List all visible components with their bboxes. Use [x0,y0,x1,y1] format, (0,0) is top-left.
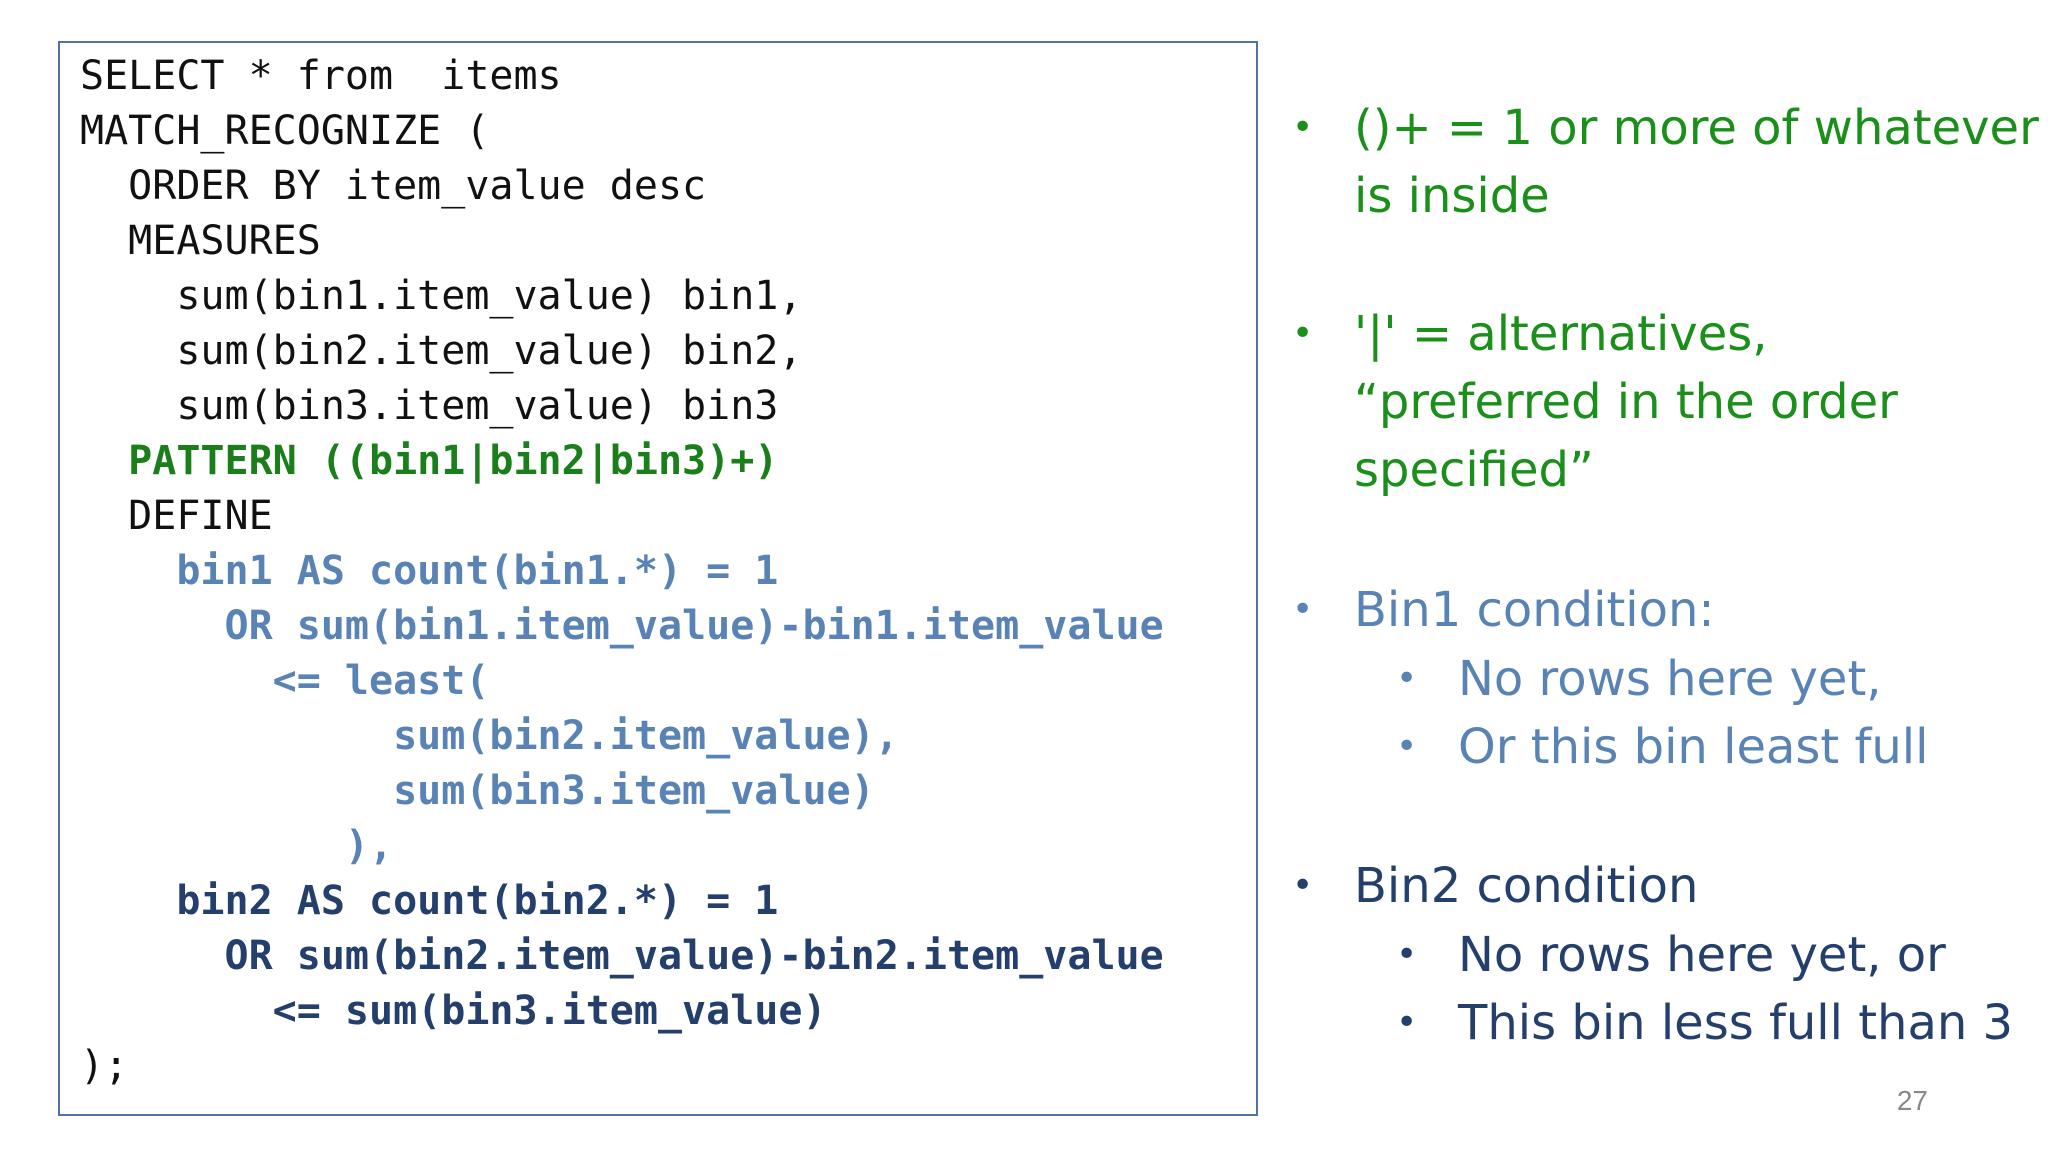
bullet-text: No rows here yet, [1458,651,1882,707]
bullet-text: “preferred in the order [1354,374,1898,430]
code-line: SELECT * from items [80,53,562,99]
code-line: ); [80,1043,129,1089]
bullet-text: Bin2 condition [1354,858,1699,914]
code-line: sum(bin3.item_value) [80,768,875,814]
code-line: sum(bin3.item_value) bin3 [80,383,779,429]
bullet-dot: • [1396,1002,1418,1043]
bullet-text: Bin1 condition: [1354,582,1715,638]
bullet-text: Or this bin least full [1458,719,1929,775]
bullet-dot: • [1292,589,1314,630]
code-line: sum(bin1.item_value) bin1, [80,273,803,319]
code-line: MATCH_RECOGNIZE ( [80,108,490,154]
bullet-dot: • [1292,107,1314,148]
page-number: 27 [1896,1085,1928,1116]
bullet-text: This bin less full than 3 [1458,995,2014,1051]
code-line: bin2 AS count(bin2.*) = 1 [80,878,779,924]
bullet-dot: • [1292,865,1314,906]
code-line: OR sum(bin1.item_value)-bin1.item_value [80,603,1164,649]
code-line: MEASURES [80,218,321,264]
bullet-dot: • [1396,726,1418,767]
code-line: <= least( [80,658,490,704]
code-line: sum(bin2.item_value), [80,713,899,759]
bullet-text: '|' = alternatives, [1354,306,1768,362]
code-line: PATTERN ((bin1|bin2|bin3)+) [80,438,779,484]
code-line: bin1 AS count(bin1.*) = 1 [80,548,779,594]
code-line: <= sum(bin3.item_value) [80,988,827,1034]
bullet-dot: • [1292,313,1314,354]
bullet-text: specified” [1354,442,1594,498]
bullet-text: ()+ = 1 or more of whatever [1354,100,2039,156]
code-line: OR sum(bin2.item_value)-bin2.item_value [80,933,1164,979]
code-line: ), [80,823,394,869]
bullet-text: is inside [1354,168,1550,224]
bullet-dot: • [1396,658,1418,699]
bullet-dot: • [1396,934,1418,975]
code-line: ORDER BY item_value desc [80,163,707,209]
code-line: sum(bin2.item_value) bin2, [80,328,803,374]
code-line: DEFINE [80,493,273,539]
bullet-text: No rows here yet, or [1458,927,1946,983]
